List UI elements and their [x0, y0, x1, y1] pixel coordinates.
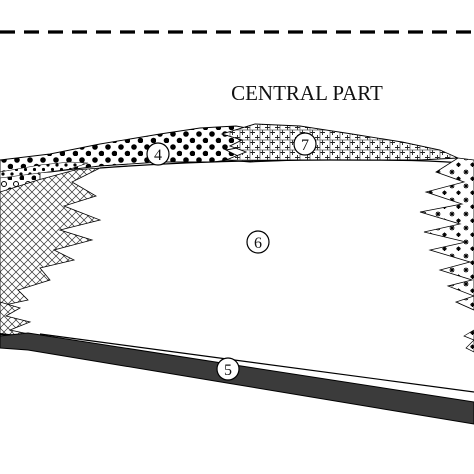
zone-crosshatch-left [0, 167, 102, 307]
zone-stars-right [419, 157, 474, 311]
zone-right-lower-teeth [463, 329, 474, 353]
zone-4-label: 4 [146, 142, 170, 166]
zone-7-label-circle [293, 132, 317, 156]
zone-4-label-number: 4 [154, 147, 162, 164]
diagram-title: CENTRAL PART [231, 81, 383, 105]
zone-5-dark-band [0, 332, 474, 425]
zone-6-label-circle [246, 230, 270, 254]
zone-6-label-number: 6 [254, 235, 262, 252]
zone-fine-dots-left [0, 161, 89, 179]
zone-5-label: 5 [216, 357, 240, 381]
zone-5-label-circle [216, 357, 240, 381]
zone-7-weave [220, 123, 459, 163]
zone-6-label: 6 [246, 230, 270, 254]
zone-7-label-number: 7 [301, 137, 309, 154]
central-body-top-boundary [99, 159, 474, 169]
central-body-bottom-boundary [39, 333, 474, 393]
zone-7-label: 7 [293, 132, 317, 156]
zone-5-label-number: 5 [224, 362, 232, 379]
zone-4-label-circle [146, 142, 170, 166]
